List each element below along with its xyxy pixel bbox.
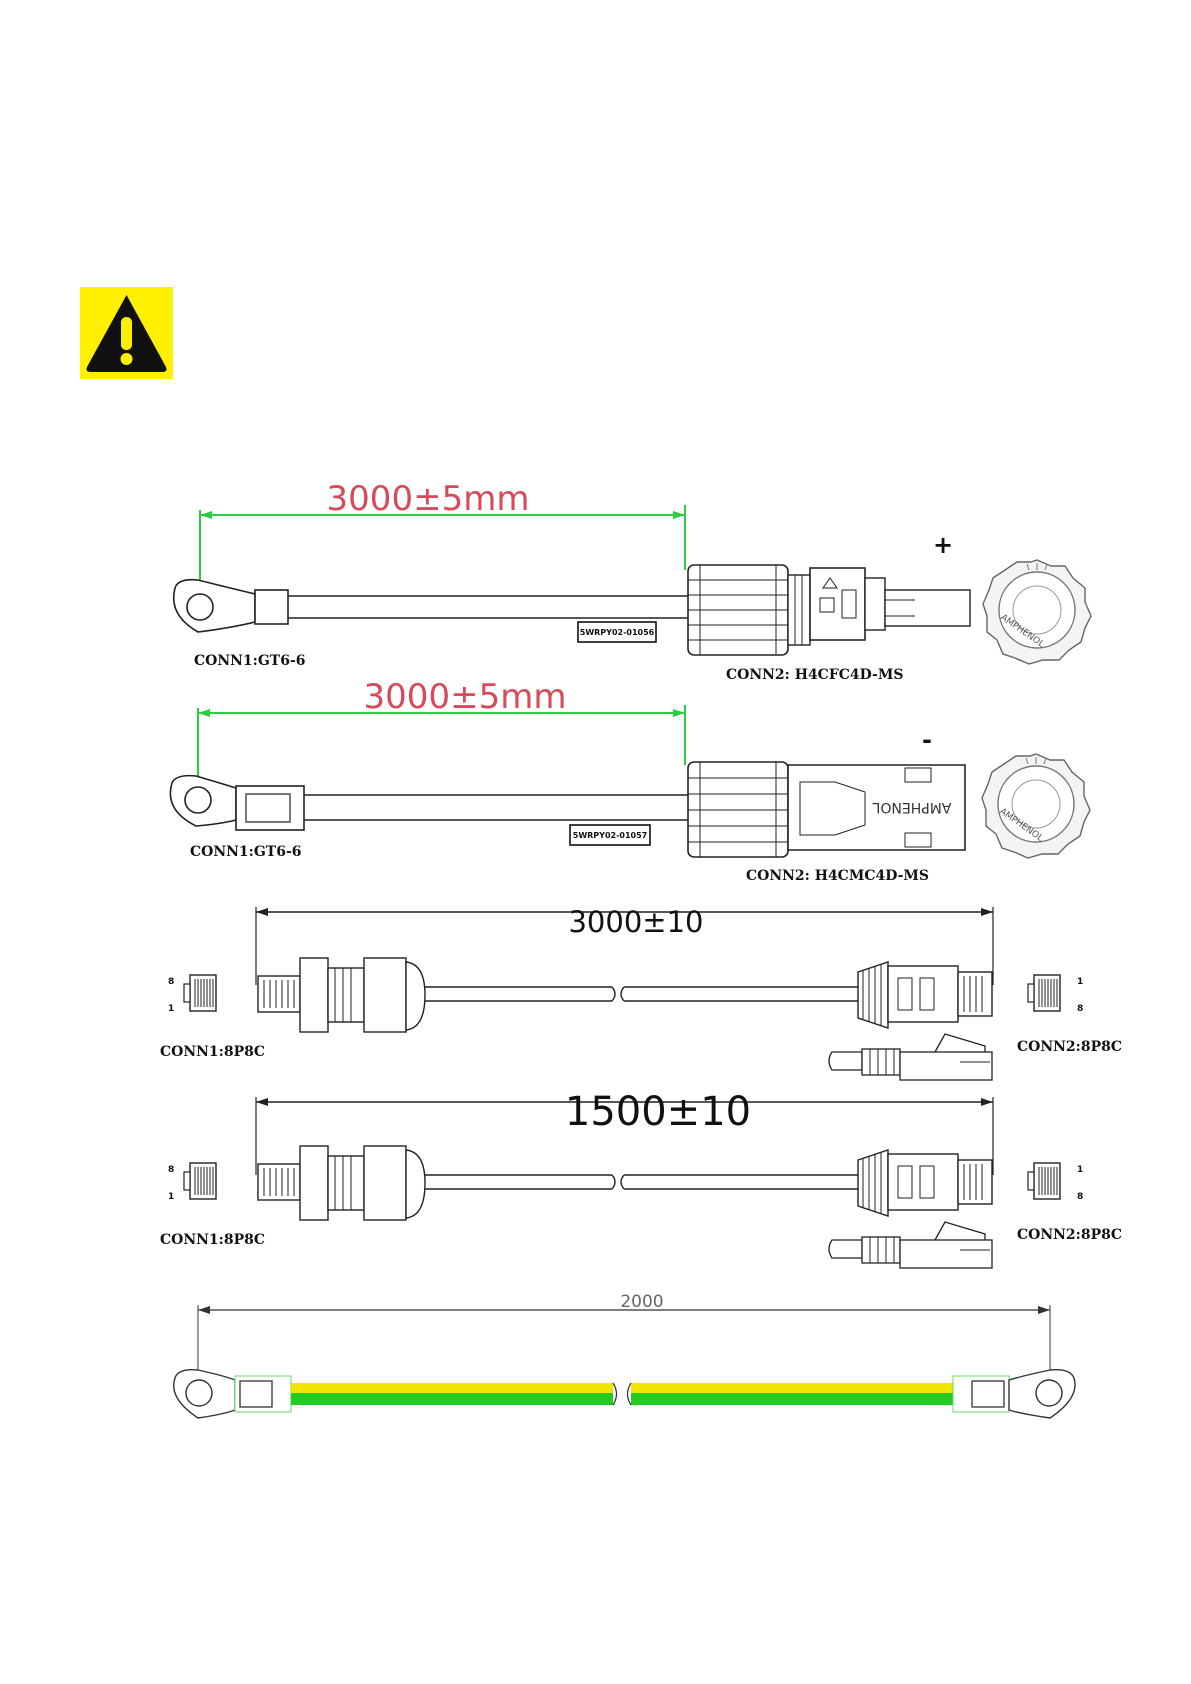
pin-label: 1	[1077, 1165, 1083, 1175]
dimension-label: 3000±5mm	[327, 479, 530, 519]
conn1-label: CONN1:8P8C	[160, 1044, 265, 1060]
cable-tag: 5WRPY02-01056	[580, 628, 655, 637]
dimension-label: 3000±5mm	[364, 677, 567, 717]
conn2-label: CONN2: H4CFC4D-MS	[726, 667, 903, 683]
dimension-label: 3000±10	[568, 905, 703, 939]
comm-cable-2: 1500±10 8 1 1 8	[160, 1089, 1122, 1268]
dimension-label: 1500±10	[565, 1089, 751, 1135]
connector-brand: AMPHENOL	[872, 799, 951, 815]
polarity-label: +	[933, 531, 953, 559]
conn1-label: CONN1:GT6-6	[194, 653, 306, 669]
rj45-face-icon	[1028, 1163, 1060, 1199]
conn1-label: CONN1:GT6-6	[190, 844, 302, 860]
rj45-face-icon	[1028, 975, 1060, 1011]
pin-label: 8	[168, 1165, 174, 1175]
pin-label: 1	[1077, 977, 1083, 987]
cable-positive: 3000±5mm 5WRPY02-01056 + AMPHENOL	[174, 479, 1091, 683]
rj45-face-icon	[184, 1163, 216, 1199]
conn1-label: CONN1:8P8C	[160, 1232, 265, 1248]
pin-label: 8	[1077, 1004, 1083, 1014]
rj45-face-icon	[184, 975, 216, 1011]
earth-cable: 2000	[174, 1292, 1075, 1418]
conn2-label: CONN2: H4CMC4D-MS	[746, 868, 929, 884]
pin-label: 1	[168, 1192, 174, 1202]
cable-tag: 5WRPY02-01057	[573, 831, 648, 840]
pin-label: 8	[1077, 1192, 1083, 1202]
pin-label: 1	[168, 1004, 174, 1014]
amphenol-cap-icon: AMPHENOL	[983, 560, 1091, 664]
amphenol-cap-icon: AMPHENOL	[982, 754, 1090, 858]
conn2-label: CONN2:8P8C	[1017, 1039, 1122, 1055]
comm-cable-1: 3000±10 8 1 1 8	[160, 905, 1122, 1080]
dimension-label: 2000	[620, 1292, 663, 1312]
conn2-label: CONN2:8P8C	[1017, 1227, 1122, 1243]
cable-negative: 3000±5mm 5WRPY02-01057 AMPHENOL - AMPHEN…	[170, 677, 1090, 884]
polarity-label: -	[922, 726, 932, 754]
pin-label: 8	[168, 977, 174, 987]
